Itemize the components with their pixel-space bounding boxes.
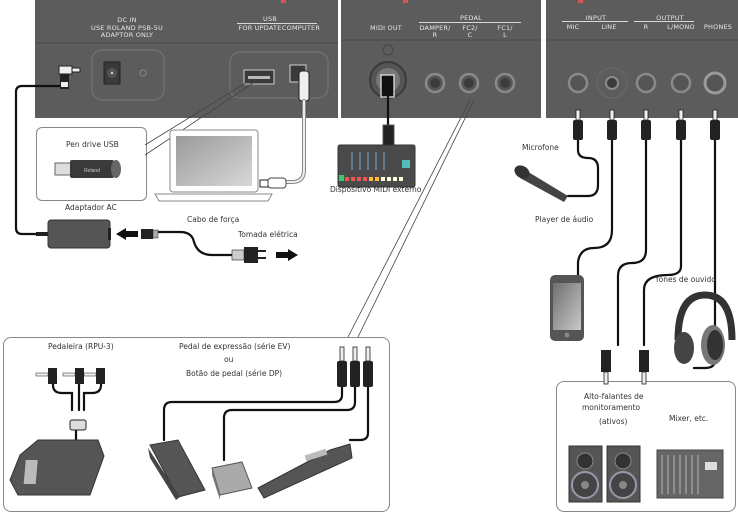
headphones-icon [674, 291, 736, 365]
pedal-switch-icon [211, 461, 253, 500]
usb-title: USB [263, 15, 277, 23]
output-lmono-jack-label: L/MONO [667, 23, 695, 31]
audio-player-label: Player de áudio [535, 215, 594, 224]
usb-flash-drive [54, 160, 121, 178]
pedal-jack-damper-label: DAMPER/ [419, 24, 451, 32]
pedal-jack-fc2-label: FC2/ [462, 24, 478, 32]
midi-device-icon [337, 124, 416, 188]
midi-device-label: Dispositivo MIDI externo [330, 185, 422, 194]
rpu3-pedal-unit-icon [9, 439, 105, 496]
power-cord-label: Cabo de força [187, 215, 240, 224]
line-jack-label: LINE [601, 23, 617, 31]
cables [14, 84, 717, 462]
output-title: OUTPUT [656, 14, 684, 22]
rear-panel-power-usb: DC IN USE ROLAND PSB-5U ADAPTOR ONLY USB… [35, 0, 338, 118]
monitor-plugs [601, 350, 649, 385]
usb-flash-brand: Roland [84, 168, 100, 174]
pedal-jack-fc1-sub: L [503, 31, 507, 39]
pedal-jack-damper-sub: R [432, 31, 438, 39]
damper-pedal-icon [257, 443, 353, 499]
mic-jack-label: MIC [566, 23, 580, 31]
pedal-title: PEDAL [460, 14, 482, 22]
audio-jacks [567, 67, 727, 99]
input-title: INPUT [585, 14, 607, 22]
mixer-icon [656, 449, 724, 499]
outlet-label: Tomada elétrica [238, 230, 298, 239]
laptop-icon [154, 129, 287, 202]
pedal-plugs [337, 346, 373, 387]
pedal-jack-fc2-sub: C [467, 31, 473, 39]
dc-in-jack [91, 49, 165, 101]
dc-in-note-line1: USE ROLAND PSB-5U [91, 24, 163, 32]
usb-group-line [237, 23, 317, 24]
pedal-switch-label: Botão de pedal (série DP) [186, 369, 283, 378]
ac-adapter-icon [36, 219, 159, 249]
dc-in-note-line2: ADAPTOR ONLY [100, 31, 154, 39]
usb-for-update-label: FOR UPDATE [238, 24, 282, 32]
expression-pedal-label: Pedal de expressão (série EV) [179, 342, 291, 351]
or-label: ou [224, 355, 234, 364]
mixer-label: Mixer, etc. [669, 414, 709, 423]
input-group-line [562, 21, 628, 22]
pedal-unit-label: Pedaleira (RPU-3) [48, 342, 114, 351]
dc-plug-icon [58, 65, 81, 89]
usb-ports [229, 51, 329, 102]
monitor-speakers-icon [568, 445, 641, 503]
pedal-jack-fc1-label: FC1/ [497, 24, 513, 32]
phones-jack-label: PHONES [703, 23, 733, 31]
monitors-label-line1: Alto-falantes de [584, 392, 644, 401]
microphone-icon [514, 165, 568, 202]
expression-pedal-icon [148, 439, 206, 500]
usb-computer-label: COMPUTER [281, 24, 321, 32]
midi-out-label: MIDI OUT [370, 24, 402, 32]
ac-adapter-label: Adaptador AC [65, 203, 117, 212]
audio-plugs [573, 109, 720, 140]
midi-out-jack [369, 44, 407, 99]
monitors-label-line2: monitoramento [582, 403, 641, 412]
usb-flash-label: Pen drive USB [66, 140, 119, 149]
output-group-line [634, 21, 694, 22]
rear-panel-audio: INPUT MIC LINE OUTPUT R L/MONO PHONES [546, 0, 738, 118]
audio-player-icon [550, 275, 584, 341]
panel-markers [281, 0, 583, 3]
rear-panel-midi-pedal: MIDI OUT PEDAL DAMPER/ R FC2/ C FC1/ L [341, 0, 541, 118]
headphones-label: fones de ouvido [656, 275, 716, 284]
rpu3-plugs [35, 368, 105, 431]
power-plug-icon [231, 247, 298, 263]
microphone-label: Microfone [522, 143, 559, 152]
pedal-group-line [419, 22, 521, 23]
dc-in-title: DC IN [117, 16, 137, 24]
output-r-jack-label: R [643, 23, 649, 31]
monitors-label-line3: (ativos) [599, 417, 628, 426]
